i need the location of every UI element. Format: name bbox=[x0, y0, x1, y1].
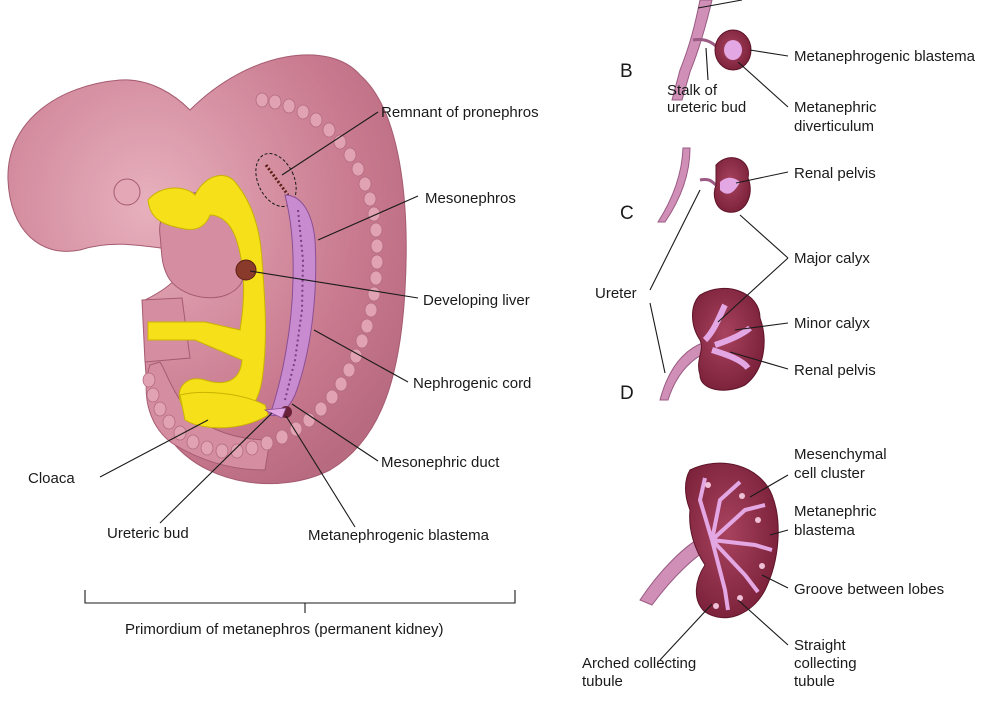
label-b-blastema: Metanephrogenic blastema bbox=[794, 48, 976, 65]
label-d-ureter: Ureter bbox=[595, 285, 637, 302]
label-e-arched-line2: tubule bbox=[582, 673, 623, 690]
figure-d-leaders bbox=[649, 189, 789, 374]
figure-e-leaders bbox=[659, 474, 789, 661]
figure-c-illustration bbox=[657, 147, 751, 223]
label-primordium-metanephros: Primordium of metanephros (permanent kid… bbox=[125, 621, 443, 638]
figure-e-illustration bbox=[639, 462, 779, 619]
primordium-bracket bbox=[84, 590, 516, 613]
panel-label-d: D bbox=[620, 383, 634, 404]
label-nephrogenic-cord: Nephrogenic cord bbox=[413, 375, 531, 392]
label-e-arched-line1: Arched collecting bbox=[582, 655, 696, 672]
label-e-straight-line2: collecting bbox=[794, 655, 857, 672]
label-e-blastema-line2: blastema bbox=[794, 522, 856, 539]
label-b-diverticulum-line1: Metanephric bbox=[794, 99, 877, 116]
label-d-minor-calyx: Minor calyx bbox=[794, 315, 870, 332]
figure-b-illustration bbox=[671, 0, 752, 101]
figure-d-illustration bbox=[659, 287, 765, 401]
panel-label-b: B bbox=[620, 61, 633, 82]
label-e-blastema-line1: Metanephric bbox=[794, 503, 877, 520]
label-mesonephric-duct: Mesonephric duct bbox=[381, 454, 500, 471]
label-c-renal-pelvis: Renal pelvis bbox=[794, 165, 876, 182]
label-d-major-calyx: Major calyx bbox=[794, 250, 870, 267]
figure-b-leaders bbox=[705, 47, 789, 108]
primitive-gut bbox=[147, 175, 266, 427]
label-ureteric-bud: Ureteric bud bbox=[107, 525, 189, 542]
label-b-stalk-line1: Stalk of bbox=[667, 82, 718, 99]
label-d-renal-pelvis: Renal pelvis bbox=[794, 362, 876, 379]
label-cloaca: Cloaca bbox=[28, 470, 75, 487]
ureteric-bud-shape bbox=[263, 407, 287, 419]
figure-a-leaders bbox=[99, 111, 419, 528]
embryo-illustration bbox=[7, 54, 407, 485]
label-e-mesenchymal-line1: Mesenchymal bbox=[794, 446, 887, 463]
figure-c-leader bbox=[735, 171, 789, 184]
label-mesonephros: Mesonephros bbox=[425, 190, 516, 207]
label-developing-liver: Developing liver bbox=[423, 292, 530, 309]
label-b-diverticulum-line2: diverticulum bbox=[794, 118, 874, 135]
panel-label-c: C bbox=[620, 203, 634, 224]
somites bbox=[142, 92, 384, 459]
label-e-straight-line1: Straight bbox=[794, 637, 847, 654]
mesonephric-tubules bbox=[284, 209, 305, 401]
label-b-stalk-line2: ureteric bud bbox=[667, 99, 746, 116]
label-metanephrogenic-blastema: Metanephrogenic blastema bbox=[308, 527, 490, 544]
optic-vesicle bbox=[113, 178, 141, 206]
tail bbox=[145, 361, 271, 471]
developing-liver bbox=[235, 259, 257, 281]
label-remnant-pronephros: Remnant of pronephros bbox=[381, 104, 539, 121]
label-e-groove: Groove between lobes bbox=[794, 581, 944, 598]
label-e-straight-line3: tubule bbox=[794, 673, 835, 690]
cloaca-region bbox=[179, 391, 269, 429]
label-e-mesenchymal-line2: cell cluster bbox=[794, 465, 865, 482]
